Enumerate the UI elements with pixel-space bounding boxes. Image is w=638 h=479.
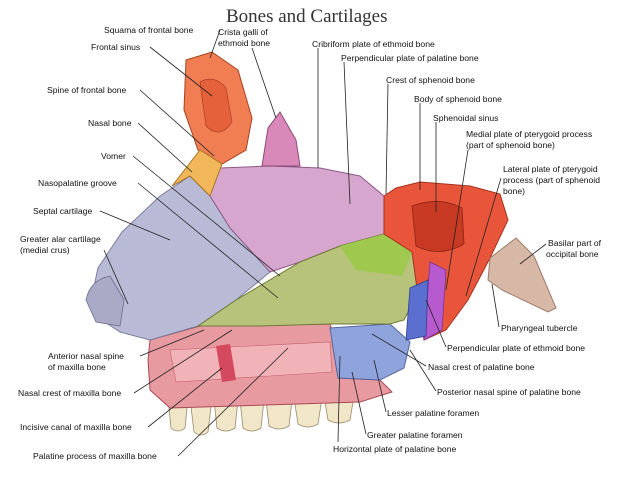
leader-line-lesser-palatine <box>373 359 387 413</box>
label-basilar-2: occipital bone <box>546 249 599 259</box>
label-squama-frontal: Squama of frontal bone <box>104 25 194 35</box>
label-frontal-sinus: Frontal sinus <box>91 42 141 52</box>
vomer-groove <box>340 234 412 276</box>
leader-line-horizontal <box>337 355 341 443</box>
leader-line-nasopalatine <box>137 182 279 299</box>
label-pharyngeal: Pharyngeal tubercle <box>501 323 578 333</box>
crista-galli <box>261 111 301 167</box>
label-lateral-ptery-3: bone) <box>503 186 525 196</box>
label-nasal-crest-palatine: Nasal crest of palatine bone <box>428 362 535 372</box>
leader-line-perp-palatine <box>343 61 351 205</box>
label-ant-nasal-1: Anterior nasal spine <box>48 351 124 361</box>
leader-line-septal <box>99 210 171 241</box>
leader-line-crista <box>251 47 277 119</box>
leader-line-nasal-bone <box>137 122 193 173</box>
label-perp-ethmoid: Perpendicular plate of ethmoid bone <box>447 343 586 353</box>
label-lateral-ptery-1: Lateral plate of pterygoid <box>503 164 598 174</box>
label-greater-alar-2: (medial crus) <box>20 245 70 255</box>
nasal-bone <box>171 149 223 197</box>
label-post-nasal-spine: Posterior nasal spine of palatine bone <box>437 387 581 397</box>
leader-line-vomer <box>132 155 281 277</box>
label-ant-nasal-2: of maxilla bone <box>48 362 106 372</box>
label-sphenoidal-sinus: Sphenoidal sinus <box>433 113 499 123</box>
label-crista-galli-2: ethmoid bone <box>218 38 271 48</box>
leader-line-perp-ethmoid <box>425 299 447 348</box>
label-cribriform: Cribriform plate of ethmoid bone <box>312 39 435 49</box>
leader-line-incisive <box>147 367 223 428</box>
label-nasal-bone: Nasal bone <box>88 118 132 128</box>
leader-line-basilar <box>519 243 547 265</box>
label-spine-frontal: Spine of frontal bone <box>47 85 127 95</box>
leader-line-palatine-process <box>177 347 289 457</box>
label-greater-alar-1: Greater alar cartilage <box>20 234 101 244</box>
label-nasopalatine: Nasopalatine groove <box>38 178 117 188</box>
leader-line-spine-frontal <box>139 89 215 157</box>
label-basilar-1: Basilar part of <box>548 238 602 248</box>
label-vomer: Vomer <box>101 151 126 161</box>
greater-alar-cartilage <box>85 275 125 327</box>
leader-line-squama <box>209 29 221 59</box>
sphenoidal-sinus <box>411 201 465 252</box>
label-crista-galli-1: Crista galli of <box>218 27 268 37</box>
label-greater-palatine: Greater palatine foramen <box>367 430 463 440</box>
label-horizontal: Horizontal plate of palatine bone <box>333 444 457 454</box>
frontal-sinus <box>199 78 233 133</box>
label-incisive: Incisive canal of maxilla bone <box>20 422 132 432</box>
leader-line-post-nasal <box>409 349 437 392</box>
leader-line-lateral-ptery <box>465 177 502 297</box>
maxilla-spongy <box>169 341 333 383</box>
incisive-canal <box>216 344 236 382</box>
palatine-perpendicular-plate <box>405 279 429 341</box>
label-palatine-process: Palatine process of maxilla bone <box>33 451 157 461</box>
label-medial-ptery-2: (part of sphenoid bone) <box>466 140 555 150</box>
label-lesser-palatine: Lesser palatine foramen <box>387 408 480 418</box>
leader-line-greater-palatine <box>351 371 367 435</box>
label-crest-sphenoid: Crest of sphenoid bone <box>386 75 475 85</box>
label-septal: Septal cartilage <box>33 206 93 216</box>
label-lateral-ptery-2: process (part of sphenoid <box>503 175 600 185</box>
label-perp-palatine: Perpendicular plate of palatine bone <box>341 53 479 63</box>
leader-line-greater-alar <box>103 249 129 305</box>
label-medial-ptery-1: Medial plate of pterygoid process <box>466 129 593 139</box>
leader-line-frontal-sinus <box>149 46 213 97</box>
leader-line-pharyngeal <box>491 283 500 328</box>
palatine-bone <box>329 323 411 381</box>
leader-line-nasal-crest-maxilla <box>133 329 233 394</box>
leader-line-medial-ptery <box>445 149 469 291</box>
label-nasal-crest-maxilla: Nasal crest of maxilla bone <box>18 388 122 398</box>
leader-line-crest-sphenoid <box>385 83 389 195</box>
leader-lines <box>99 29 547 457</box>
occipital-basilar <box>487 237 557 313</box>
leader-line-ant-nasal <box>139 329 205 357</box>
label-body-sphenoid: Body of sphenoid bone <box>414 94 502 104</box>
diagram-title: Bones and Cartilages <box>226 6 388 27</box>
